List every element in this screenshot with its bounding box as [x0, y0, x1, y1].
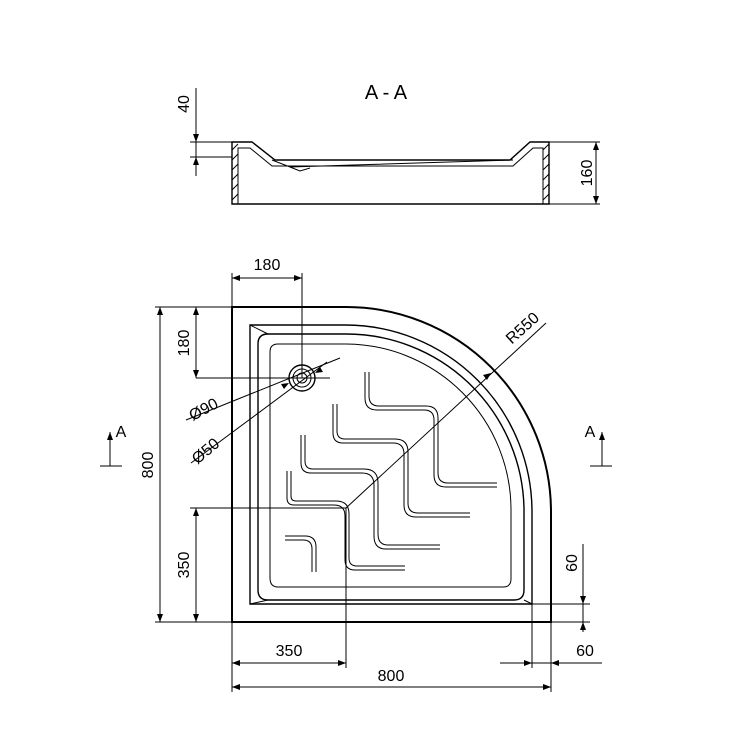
- dim-overall-width-label: 800: [378, 668, 405, 685]
- dimension-overall-width: 800: [232, 622, 552, 692]
- dimension-overall-height: 800: [140, 306, 232, 623]
- dim-drain-inner-label: Ø50: [189, 435, 223, 468]
- dim-rim-label: 40: [176, 95, 193, 113]
- section-view: A - A: [176, 82, 600, 205]
- wall-hatching: [231, 143, 550, 201]
- dimension-corner-y: 350: [176, 507, 346, 622]
- dimension-corner-x: 350: [231, 508, 347, 692]
- dim-drain-y-label: 180: [176, 330, 193, 357]
- plan-view: 180 180 R550 Ø90 Ø50: [100, 257, 612, 692]
- dim-drain-x-label: 180: [254, 257, 281, 274]
- dimension-drain-y: 180: [176, 306, 232, 378]
- dimension-flange-right: 60: [532, 544, 590, 632]
- dim-flange-bottom-label: 60: [576, 643, 594, 660]
- section-profile: [231, 141, 550, 205]
- dimension-radius: R550: [345, 309, 547, 509]
- dimension-drain-x: 180: [231, 257, 302, 307]
- basin-rim: [257, 333, 525, 601]
- dimension-rim: 40: [176, 88, 232, 176]
- section-marker-left: A: [100, 424, 127, 467]
- dim-drain-outer-label: Ø90: [187, 395, 222, 424]
- section-marker-left-label: A: [116, 424, 127, 441]
- anti-slip-ribs: [285, 372, 497, 572]
- dimension-flange-bottom: 60: [500, 604, 602, 668]
- tray-inner-rim: [249, 324, 533, 605]
- tray-outline: [231, 306, 552, 623]
- dim-flange-right-label: 60: [564, 554, 581, 572]
- dim-height-label: 160: [579, 160, 596, 187]
- dimension-drain-diameters: Ø90 Ø50: [185, 357, 341, 468]
- dim-overall-height-label: 800: [140, 452, 157, 479]
- section-marker-right: A: [585, 424, 612, 467]
- section-marker-right-label: A: [585, 424, 596, 441]
- section-title: A - A: [365, 82, 408, 104]
- dim-corner-x-label: 350: [276, 643, 303, 660]
- dim-radius-label: R550: [503, 309, 543, 347]
- basin-floor: [269, 343, 512, 588]
- dim-corner-y-label: 350: [176, 552, 193, 579]
- dimension-height: 160: [549, 141, 600, 205]
